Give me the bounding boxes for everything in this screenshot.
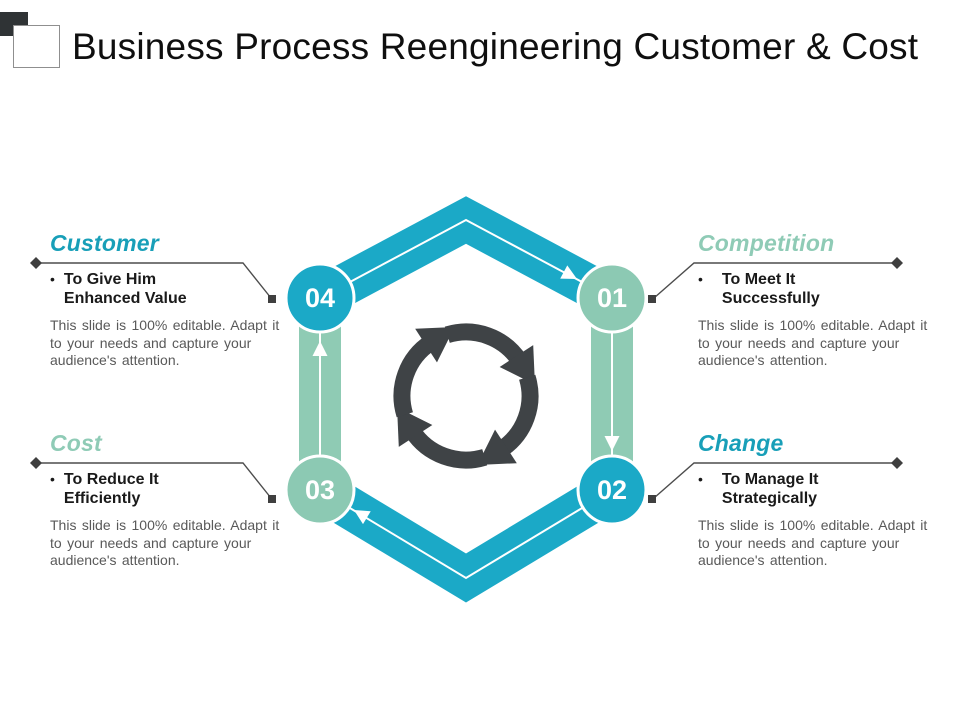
diamond-marker-change-icon <box>891 457 903 469</box>
leader-line-competition <box>653 262 897 299</box>
leader-markers <box>30 257 903 503</box>
step-circle-04 <box>284 262 356 334</box>
body-text-customer: This slide is 100% editable. Adapt it to… <box>50 317 280 368</box>
section-heading-change: Change <box>698 430 784 456</box>
flow-line-bottom <box>319 489 613 580</box>
flow-line-top <box>319 218 613 299</box>
bullet-row: • To Manage It Strategically <box>698 470 948 508</box>
leader-line-change <box>653 462 897 499</box>
square-marker-change-icon <box>648 495 656 503</box>
bullet-row: • To Give Him Enhanced Value <box>50 270 300 308</box>
diamond-marker-cost-icon <box>30 457 42 469</box>
section-customer: Customer • To Give Him Enhanced Value Th… <box>50 230 300 370</box>
bullet-row: • To Reduce It Efficiently <box>50 470 300 508</box>
step-circle-01 <box>576 262 648 334</box>
bullet-marker-icon: • <box>698 471 703 487</box>
arrowhead-to-02-icon <box>604 436 620 451</box>
section-cost: Cost • To Reduce It Efficiently This sli… <box>50 430 300 570</box>
step-number-04: 04 <box>305 283 335 313</box>
step-number-03: 03 <box>305 475 335 505</box>
header-outline-square <box>13 25 60 68</box>
diamond-marker-competition-icon <box>891 257 903 269</box>
section-heading-competition: Competition <box>698 230 835 256</box>
square-marker-competition-icon <box>648 295 656 303</box>
diamond-marker-customer-icon <box>30 257 42 269</box>
cycle-arrow-segment-top <box>444 323 535 385</box>
step-number-01: 01 <box>597 283 627 313</box>
bullet-text-competition: To Meet It Successfully <box>721 271 820 307</box>
step-number-02: 02 <box>597 475 627 505</box>
leader-line-cost <box>36 462 272 499</box>
flow-arrowheads <box>312 265 620 525</box>
bullet-text-cost: To Reduce It Efficiently <box>63 471 159 507</box>
square-marker-customer-icon <box>268 295 276 303</box>
leader-line-customer <box>36 262 272 299</box>
page-title: Business Process Reengineering Customer … <box>72 26 919 67</box>
bullet-row: • To Meet It Successfully <box>698 270 948 308</box>
bullet-marker-icon: • <box>50 271 55 287</box>
arrowhead-to-01-icon <box>560 265 577 279</box>
arrowhead-to-03-icon <box>354 510 371 525</box>
section-competition: Competition • To Meet It Successfully Th… <box>698 230 948 370</box>
cycle-arrow-segment-left <box>393 327 455 418</box>
body-text-change: This slide is 100% editable. Adapt it to… <box>698 517 928 568</box>
section-change: Change • To Manage It Strategically This… <box>698 430 948 570</box>
hexagon-top-band <box>310 196 622 317</box>
bullet-marker-icon: • <box>50 471 55 487</box>
section-heading-customer: Customer <box>50 230 159 256</box>
section-heading-cost: Cost <box>50 430 102 456</box>
arrowhead-to-04-icon <box>312 341 328 356</box>
cycle-arrow-segment-bottom <box>397 407 488 469</box>
step-circle-03 <box>284 454 356 526</box>
body-text-competition: This slide is 100% editable. Adapt it to… <box>698 317 928 368</box>
bullet-marker-icon: • <box>698 271 703 287</box>
hexagon-bottom-band <box>309 472 623 603</box>
bullet-text-customer: To Give Him Enhanced Value <box>63 271 187 307</box>
cycle-arrows-icon <box>393 323 539 469</box>
bullet-text-change: To Manage It Strategically <box>721 471 819 507</box>
step-circle-02 <box>576 454 648 526</box>
leader-lines <box>36 262 897 499</box>
cycle-arrow-segment-right <box>477 374 539 465</box>
square-marker-cost-icon <box>268 495 276 503</box>
body-text-cost: This slide is 100% editable. Adapt it to… <box>50 517 280 568</box>
